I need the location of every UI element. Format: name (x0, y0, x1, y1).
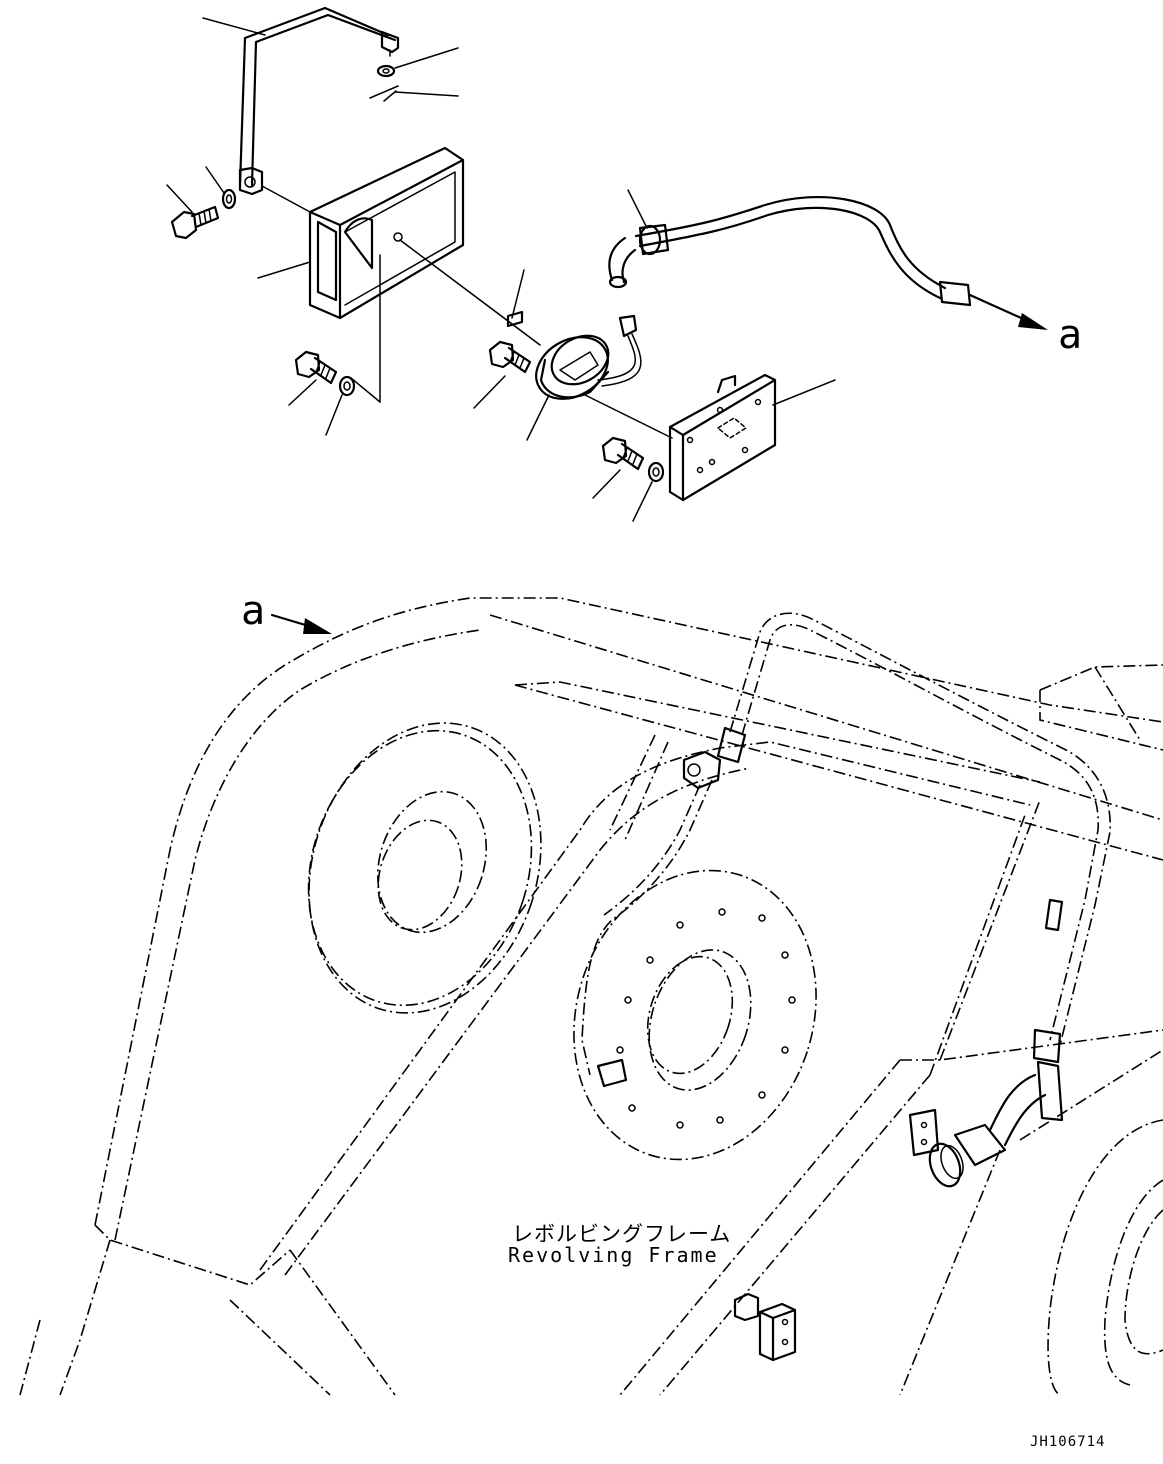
frame-label-japanese: レボルビングフレーム (512, 1222, 732, 1246)
revolving-frame (19, 597, 1163, 1396)
bolt-circle (616, 908, 796, 1129)
frame-label-english: Revolving Frame (508, 1243, 719, 1267)
alignment-lines (350, 239, 673, 439)
wiring-harness-lower (581, 612, 1111, 1188)
view-letter-top: a (1058, 312, 1083, 358)
bolt-left-lower (294, 350, 356, 397)
washer-top (369, 64, 399, 102)
bolt-right-lower (601, 436, 665, 483)
mounting-blocks (733, 1292, 797, 1362)
bolt-left-upper (170, 188, 237, 240)
bracket (238, 6, 400, 196)
drawing-number: JH106714 (1030, 1434, 1106, 1450)
sensor-assembly (488, 310, 642, 400)
view-arrow-a (270, 613, 332, 634)
leader-lines (166, 17, 836, 522)
cover-box (261, 146, 465, 320)
mounting-plate (668, 373, 777, 502)
wiring-harness-upper (608, 195, 1048, 330)
view-letter-bottom: a (241, 588, 266, 634)
